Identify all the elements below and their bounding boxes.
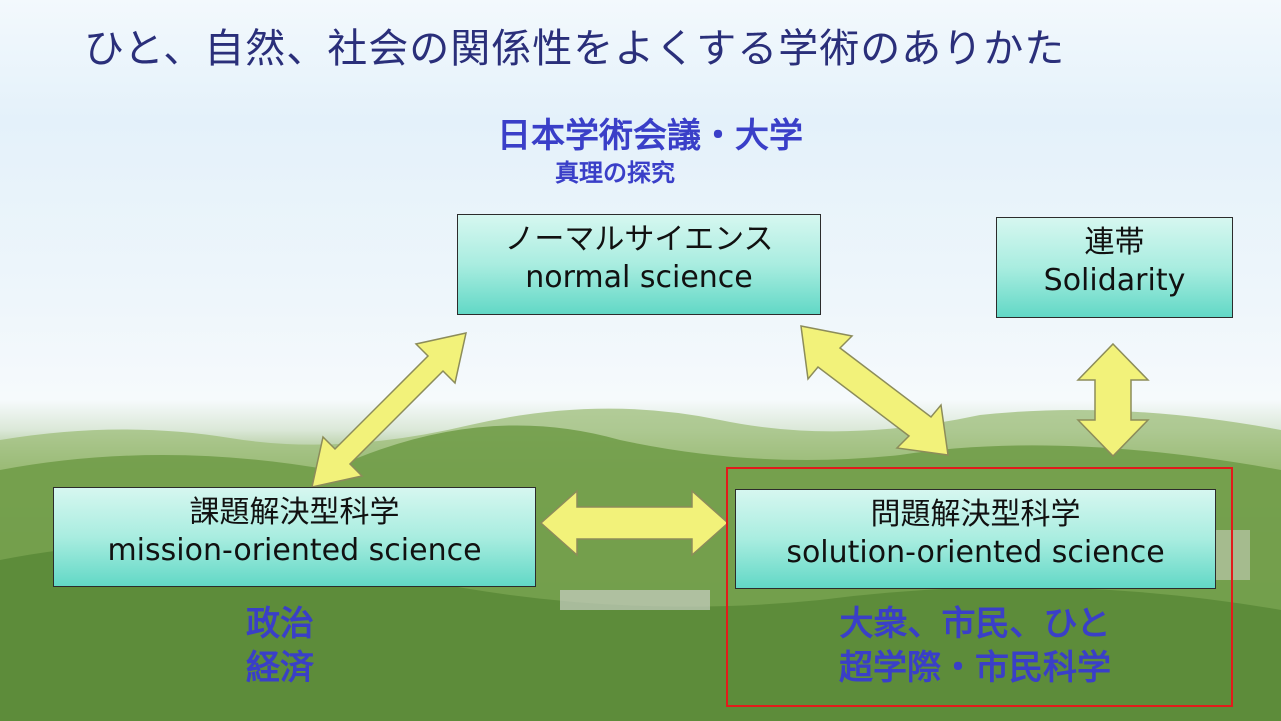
normal-science-box: ノーマルサイエンス normal science <box>457 214 821 315</box>
solution-oriented-jp: 問題解決型科学 <box>870 497 1081 532</box>
label-transdisciplinary: 超学際・市民科学 <box>839 648 1111 688</box>
arrow-normal-mission <box>311 332 467 488</box>
mission-oriented-box: 課題解決型科学 mission-oriented science <box>53 487 536 587</box>
solution-oriented-box: 問題解決型科学 solution-oriented science <box>735 489 1216 589</box>
mission-oriented-jp: 課題解決型科学 <box>189 495 400 530</box>
organization-name: 日本学術会議・大学 <box>497 116 803 156</box>
mission-side-label: 政治 経済 <box>205 602 355 690</box>
normal-science-en: normal science <box>525 260 753 295</box>
arrow-mission-solution <box>539 489 730 557</box>
solidarity-box: 連帯 Solidarity <box>996 217 1233 318</box>
mission-oriented-en: mission-oriented science <box>107 533 482 568</box>
label-politics: 政治 <box>246 604 314 644</box>
solidarity-jp: 連帯 <box>1084 225 1145 260</box>
solution-side-label: 大衆、市民、ひと 超学際・市民科学 <box>735 602 1215 690</box>
organization-label: 日本学術会議・大学 真理の探究 <box>440 114 860 188</box>
label-public: 大衆、市民、ひと <box>839 604 1111 644</box>
organization-subtitle: 真理の探究 <box>555 159 675 187</box>
solution-oriented-en: solution-oriented science <box>786 535 1165 570</box>
label-economy: 経済 <box>246 648 314 688</box>
normal-science-jp: ノーマルサイエンス <box>504 222 774 257</box>
solidarity-en: Solidarity <box>1043 263 1186 298</box>
page-title: ひと、自然、社会の関係性をよくする学術のありかた <box>84 26 1066 72</box>
solution-highlight-frame <box>726 467 1233 707</box>
arrow-normal-solution <box>800 325 949 456</box>
arrow-solidarity-solution <box>1076 342 1150 458</box>
